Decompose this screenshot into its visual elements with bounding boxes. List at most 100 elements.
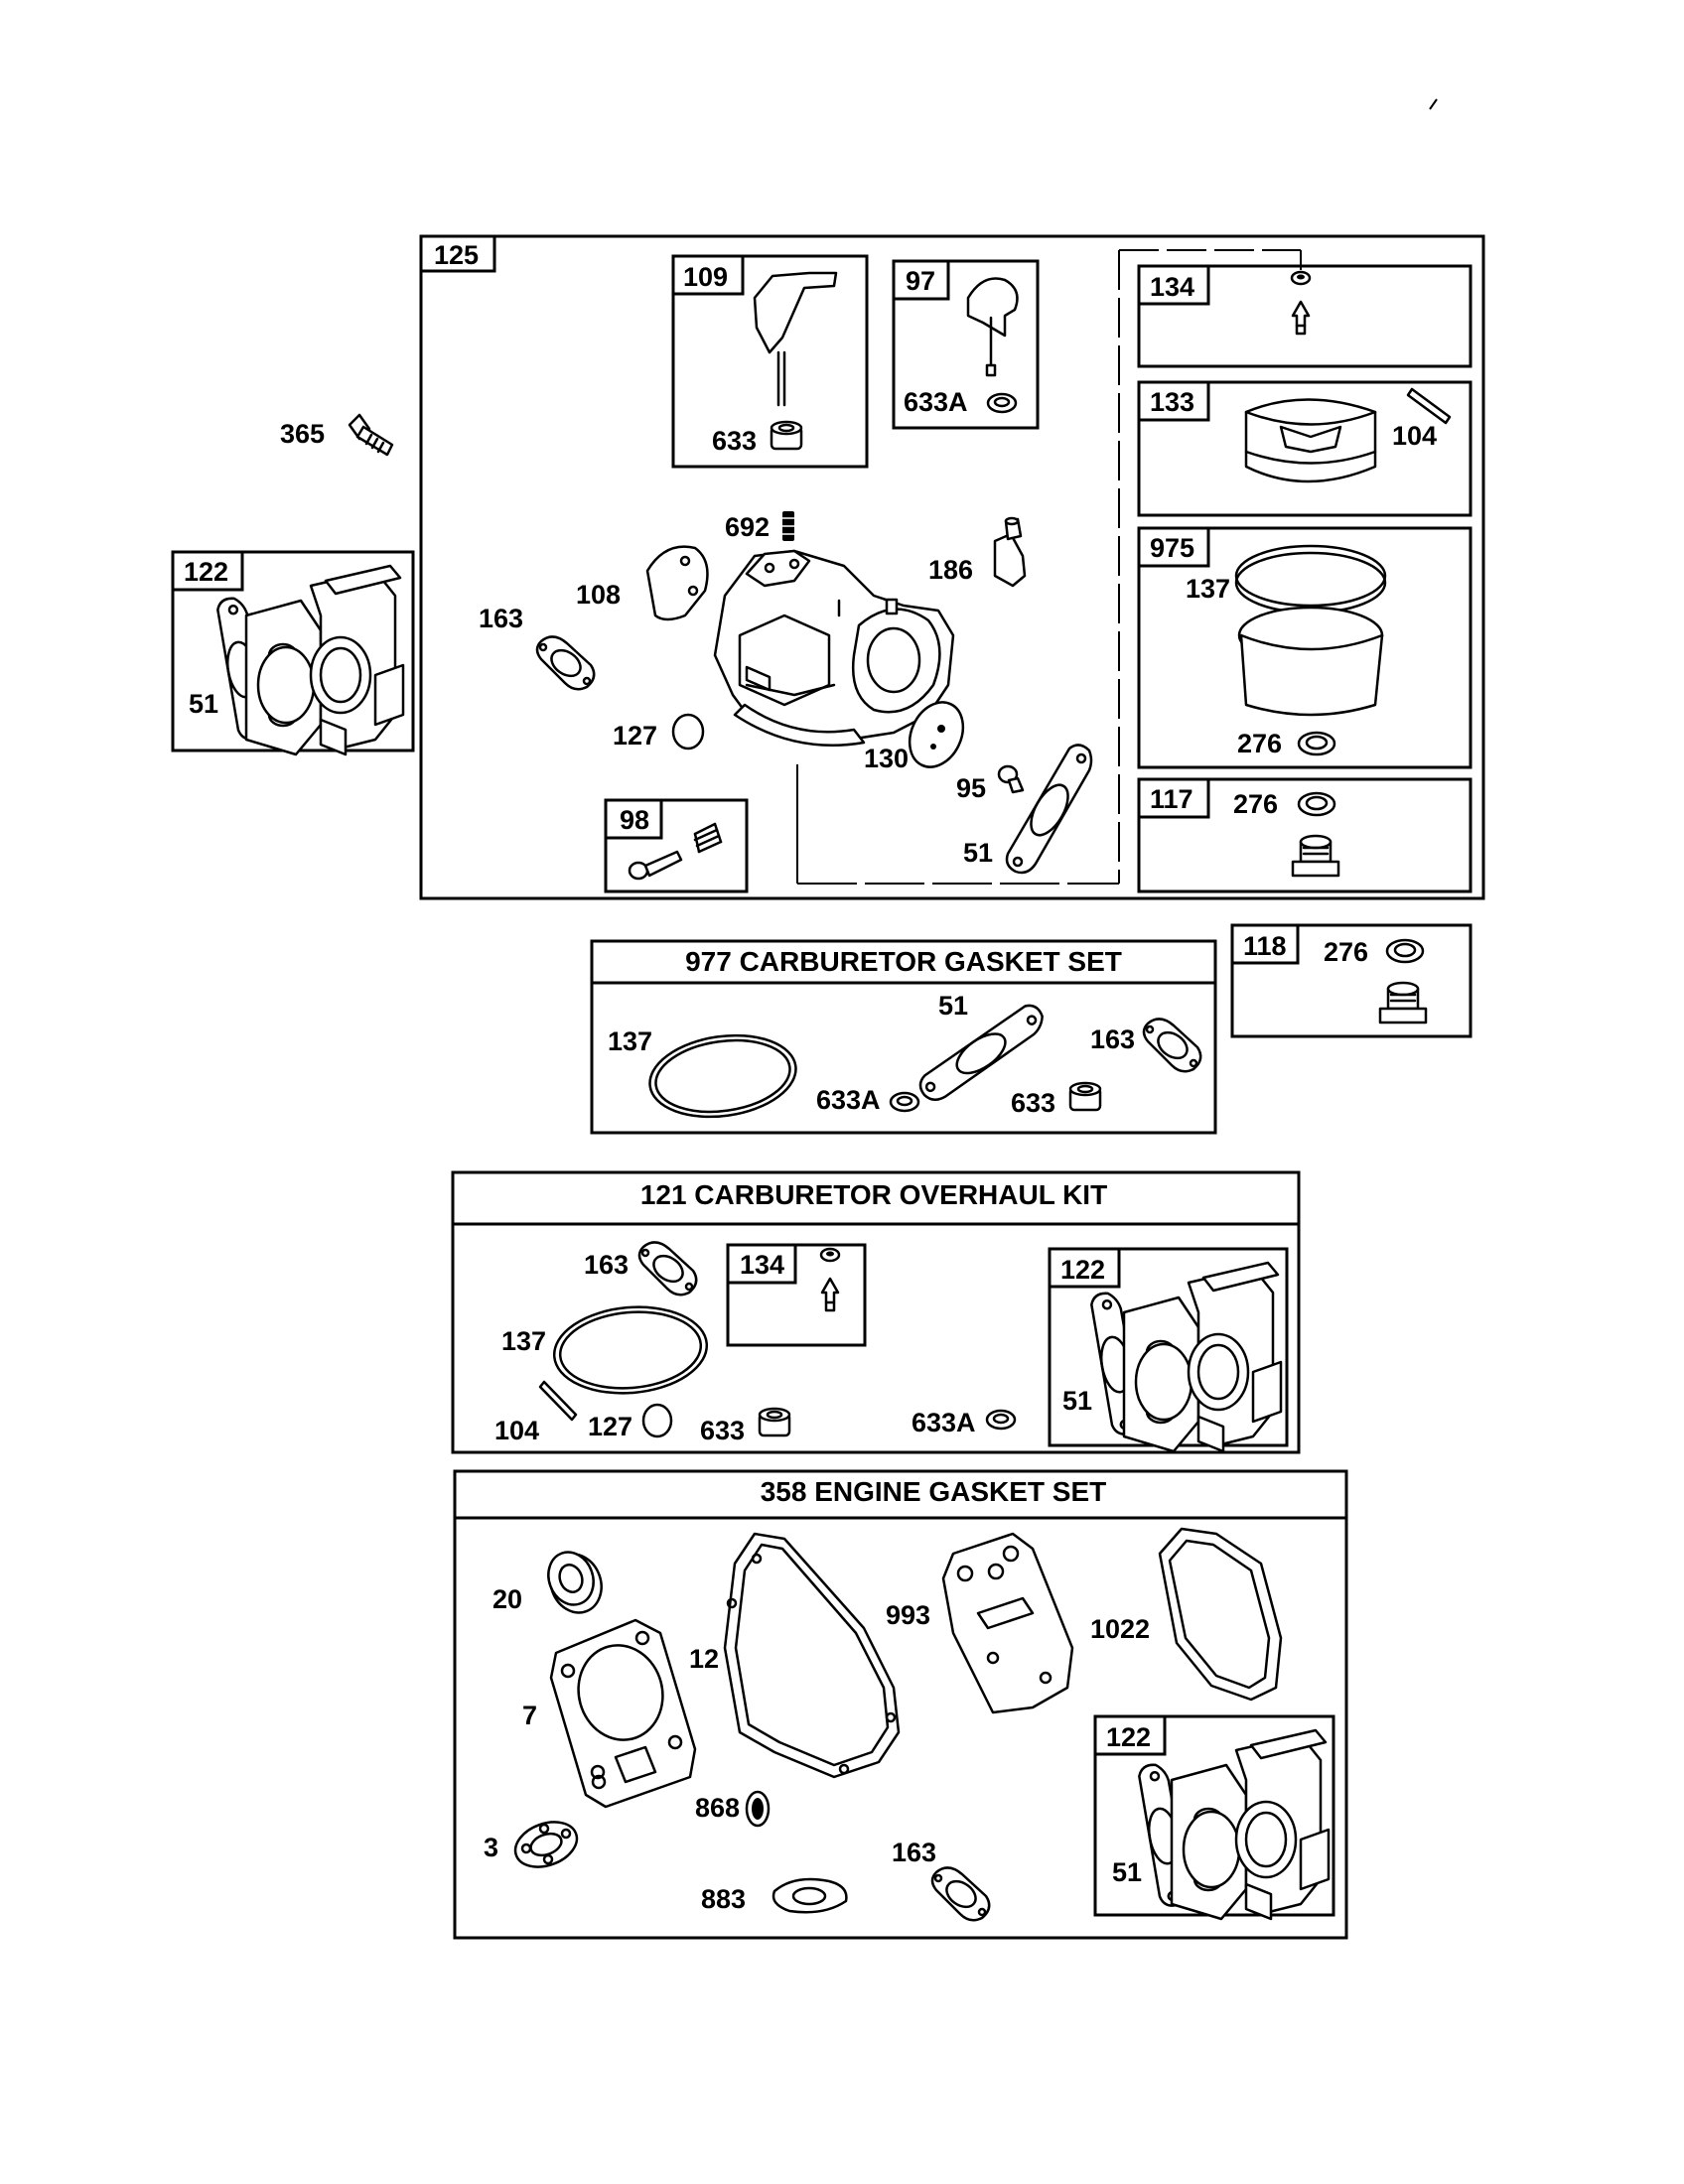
label-276-c: 276 [1324, 937, 1368, 967]
washer-276-b [1297, 791, 1336, 817]
label-163-977: 163 [1090, 1024, 1135, 1054]
seal-633a-977 [889, 1091, 920, 1113]
label-122-358: 122 [1106, 1722, 1151, 1752]
engine-gasket-set-358: 358 ENGINE GASKET SET 20 12 993 [453, 1469, 1348, 1940]
seal-633a [986, 392, 1018, 414]
valve-cover-gasket-1022 [1158, 1527, 1283, 1702]
label-51-358: 51 [1112, 1857, 1142, 1887]
gasket-51 [1005, 744, 1093, 875]
gasket-163-121 [637, 1241, 698, 1297]
inset-109: 109 633 [671, 254, 869, 469]
inset-97: 97 633A [892, 259, 1040, 430]
label-137: 137 [1186, 574, 1230, 604]
label-98: 98 [620, 805, 649, 835]
gasket-163-358 [930, 1866, 991, 1922]
bolt-365: 365 [280, 413, 394, 457]
washer-276-a [1297, 731, 1336, 756]
adapter-122-left-box: 122 51 [166, 550, 415, 756]
drain-plug-117 [1291, 834, 1340, 878]
inset-133: 133 104 [1137, 380, 1473, 517]
gasket-set-977: 977 CARBURETOR GASKET SET 137 51 163 633… [590, 939, 1217, 1135]
label-51-left: 51 [189, 689, 218, 719]
inset-117: 117 276 [1137, 777, 1473, 893]
title-121: 121 CARBURETOR OVERHAUL KIT [640, 1179, 1107, 1210]
label-122-121: 122 [1060, 1255, 1105, 1285]
washer-276-c [1385, 938, 1425, 964]
label-134: 134 [1150, 272, 1194, 302]
label-163: 163 [479, 604, 523, 633]
label-975: 975 [1150, 533, 1194, 563]
seal-633-977 [1068, 1081, 1102, 1112]
inset-118: 118 276 [1230, 923, 1473, 1038]
label-633-121: 633 [700, 1416, 745, 1445]
label-868: 868 [695, 1793, 740, 1823]
label-104-121: 104 [494, 1416, 539, 1445]
label-127: 127 [613, 721, 657, 751]
needle-valve-134-121 [819, 1247, 841, 1312]
o-ring-137-977 [648, 1033, 797, 1119]
inset-122-121: 122 51 [1040, 1247, 1289, 1453]
label-633: 633 [712, 426, 757, 456]
label-633a-977: 633A [816, 1085, 881, 1115]
valve-seal-868 [745, 1790, 771, 1828]
idle-screw-98 [628, 850, 683, 881]
pin-104 [1406, 387, 1452, 425]
label-1022: 1022 [1090, 1614, 1150, 1644]
carburetor-assembly-125: 125 109 633 97 633A [419, 234, 1485, 900]
intake-adapter-122-121 [1122, 1261, 1283, 1453]
screw-95 [997, 764, 1025, 794]
label-883: 883 [701, 1884, 746, 1914]
carburetor-body [713, 549, 955, 747]
spring-692 [782, 511, 794, 541]
label-137-121: 137 [501, 1326, 546, 1356]
label-163-358: 163 [892, 1838, 936, 1867]
label-127-121: 127 [588, 1412, 632, 1441]
plug-127 [671, 713, 705, 751]
inset-134-121: 134 [726, 1243, 867, 1347]
label-993: 993 [886, 1600, 930, 1630]
inset-134: 134 [1137, 264, 1473, 368]
intake-adapter-122-left [244, 564, 405, 756]
label-134-121: 134 [740, 1250, 784, 1280]
spring-98 [693, 822, 723, 854]
label-20: 20 [492, 1584, 522, 1614]
label-633-977: 633 [1011, 1088, 1055, 1118]
label-276-a: 276 [1237, 729, 1282, 758]
label-104: 104 [1392, 421, 1437, 451]
inset-98: 98 [604, 798, 749, 893]
label-692: 692 [725, 512, 770, 542]
gasket-163-977 [1142, 1018, 1202, 1073]
bearing-3 [513, 1821, 579, 1868]
oil-seal-20 [547, 1551, 603, 1614]
overhaul-kit-121: 121 CARBURETOR OVERHAUL KIT 163 134 137 … [451, 1170, 1301, 1454]
label-108: 108 [576, 580, 621, 610]
label-365: 365 [280, 419, 325, 449]
plug-127-121 [641, 1403, 673, 1438]
label-122-left: 122 [184, 557, 228, 587]
diaphragm-130 [908, 701, 965, 768]
label-12: 12 [689, 1644, 719, 1674]
label-118: 118 [1243, 931, 1287, 961]
label-186: 186 [928, 555, 973, 585]
label-3: 3 [484, 1833, 498, 1862]
seal-633-121 [758, 1407, 791, 1437]
gasket-163 [535, 635, 596, 691]
label-51-121: 51 [1062, 1386, 1092, 1416]
label-51-main: 51 [963, 838, 993, 868]
label-633a: 633A [904, 387, 968, 417]
label-633a-121: 633A [912, 1408, 976, 1437]
throttle-lever-97 [966, 277, 1019, 338]
seal-633 [770, 420, 803, 451]
choke-lever-109 [753, 271, 838, 354]
title-977: 977 CARBURETOR GASKET SET [685, 946, 1122, 977]
cylinder-head-gasket-7 [549, 1618, 697, 1809]
inset-122-358: 122 51 [1087, 1714, 1335, 1921]
label-95: 95 [956, 773, 986, 803]
drain-plug-118 [1378, 981, 1428, 1024]
o-ring-137-121 [552, 1305, 709, 1395]
label-137-977: 137 [608, 1026, 652, 1056]
plate-108 [645, 545, 709, 621]
label-97: 97 [906, 266, 935, 296]
label-109: 109 [683, 262, 728, 292]
